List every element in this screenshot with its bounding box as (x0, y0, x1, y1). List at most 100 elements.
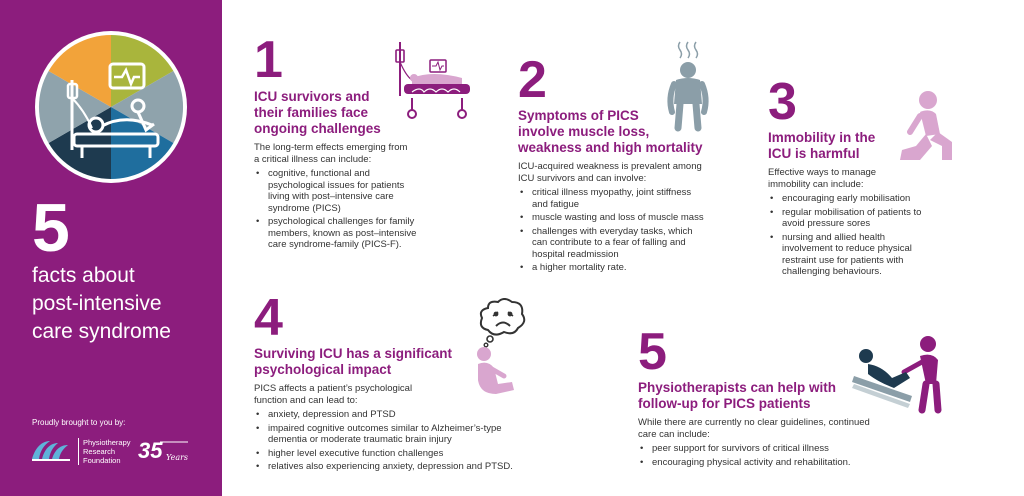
page-title: facts about post-intensive care syndrome (32, 262, 217, 346)
fact-intro: The long-term effects emerging from a cr… (254, 142, 484, 165)
bullet-line: living with post–intensive care (268, 191, 394, 202)
bullet-line: psychological challenges for family (268, 216, 415, 227)
list-item: critical illness myopathy, joint stiffne… (518, 187, 748, 210)
bullet-line: higher level executive function challeng… (268, 447, 444, 459)
intro-line: ICU survivors and can involve: (518, 172, 647, 184)
heading-line: involve muscle loss, (518, 124, 650, 139)
bullet-line: restraint use for patients with (782, 254, 904, 266)
bullet-line: avoid pressure sores (782, 218, 871, 229)
fact-intro: While there are currently no clear guide… (638, 417, 918, 440)
heading-line: Physiotherapists can help with (638, 380, 837, 395)
title-line: post-intensive (32, 292, 162, 315)
bullet-line: challenges with everyday tasks, which (532, 225, 693, 237)
list-item: psychological challenges for family memb… (254, 216, 484, 251)
bullet-line: critical illness myopathy, joint stiffne… (532, 187, 692, 198)
bullet-line: muscle wasting and loss of muscle mass (532, 212, 704, 223)
fact-number: 1 (254, 31, 283, 89)
fact-heading: Physiotherapists can help with follow-up… (638, 380, 918, 412)
fact-number: 5 (638, 323, 667, 381)
heading-line: ICU is harmful (768, 146, 860, 161)
sidebar: 5 facts about post-intensive care syndro… (0, 0, 222, 496)
bullet-line: psychological issues for patients (268, 179, 405, 191)
bullet-line: challenging behaviours. (782, 266, 882, 277)
list-item: challenges with everyday tasks, which ca… (518, 226, 748, 261)
fact-bullets: anxiety, depression and PTSD impaired co… (254, 409, 554, 473)
bullet-line: hospital readmission (532, 248, 619, 260)
heading-line: follow-up for PICS patients (638, 396, 811, 411)
intro-line: a critical illness can include: (254, 153, 372, 165)
bullet-line: dementia or moderate traumatic brain inj… (268, 434, 452, 445)
bullet-line: peer support for survivors of critical i… (652, 443, 829, 454)
list-item: impaired cognitive outcomes similar to A… (254, 423, 554, 446)
heading-line: ICU survivors and (254, 89, 370, 104)
fact-heading: Surviving ICU has a significant psycholo… (254, 346, 554, 378)
kneeling-person-icon (900, 91, 952, 160)
list-item: relatives also experiencing anxiety, dep… (254, 461, 554, 473)
intro-line: The long-term effects emerging from (254, 142, 408, 153)
bullet-line: relatives also experiencing anxiety, dep… (268, 461, 513, 472)
heading-line: Surviving ICU has a significant (254, 346, 453, 361)
list-item: cognitive, functional and psychological … (254, 168, 484, 214)
intro-line: immobility can include: (768, 178, 864, 190)
fact-number: 2 (518, 51, 547, 109)
list-item: peer support for survivors of critical i… (638, 443, 918, 455)
intro-line: care can include: (638, 428, 710, 440)
list-item: encouraging physical activity and rehabi… (638, 457, 918, 469)
big-number: 5 (32, 190, 70, 266)
apa-logo-icon (32, 441, 70, 461)
bullet-line: regular mobilisation of patients to (782, 206, 922, 218)
list-item: nursing and allied health involvement to… (768, 232, 988, 278)
title-line: facts about (32, 264, 135, 287)
bullet-line: and fatigue (532, 198, 580, 210)
heading-line: psychological impact (254, 362, 392, 377)
hospital-bed-icon (395, 42, 470, 119)
bullet-line: syndrome (PICS) (268, 202, 341, 214)
intro-line: function and can lead to: (254, 394, 358, 406)
heading-line: ongoing challenges (254, 121, 381, 136)
fact-bullets: critical illness myopathy, joint stiffne… (518, 187, 748, 274)
svg-text:35: 35 (138, 438, 163, 463)
fact-intro: Effective ways to manage immobility can … (768, 167, 988, 190)
foundation-line: Foundation (83, 456, 121, 465)
bullet-line: encouraging physical activity and rehabi… (652, 456, 851, 468)
fact-intro: PICS affects a patient’s psychological f… (254, 383, 554, 406)
fact-5: 5 Physiotherapists can help with follow-… (638, 326, 918, 470)
foundation-line: Physiotherapy (83, 438, 131, 447)
sad-thought-person-icon (477, 298, 526, 394)
svg-text:Years: Years (166, 453, 188, 462)
list-item: anxiety, depression and PTSD (254, 409, 554, 421)
fact-1: 1 ICU survivors and their families face … (254, 34, 484, 253)
title-line: care syndrome (32, 320, 171, 343)
bullet-line: impaired cognitive outcomes similar to A… (268, 422, 502, 434)
physiotherapist-patient-icon (852, 336, 942, 414)
list-item: encouraging early mobilisation (768, 193, 988, 205)
intro-line: PICS affects a patient’s psychological (254, 383, 413, 394)
bullet-line: involvement to reduce physical (782, 243, 912, 254)
bullet-line: cognitive, functional and (268, 168, 370, 179)
fact-2: 2 Symptoms of PICS involve muscle loss, … (518, 54, 748, 276)
brought-by-text: Proudly brought to you by: (32, 418, 126, 427)
fact-intro: ICU-acquired weakness is prevalent among… (518, 161, 748, 184)
fact-3: 3 Immobility in the ICU is harmful Effec… (768, 76, 988, 280)
intro-line: Effective ways to manage (768, 167, 877, 178)
intro-line: ICU-acquired weakness is prevalent among (518, 161, 702, 172)
bullet-line: anxiety, depression and PTSD (268, 409, 396, 420)
list-item: a higher mortality rate. (518, 262, 748, 274)
heading-line: Symptoms of PICS (518, 108, 639, 123)
list-item: muscle wasting and loss of muscle mass (518, 212, 748, 224)
list-item: regular mobilisation of patients to avoi… (768, 207, 988, 230)
35-years-logo-icon: 35 Years (138, 438, 188, 463)
bullet-line: a higher mortality rate. (532, 262, 627, 273)
fact-heading: Immobility in the ICU is harmful (768, 130, 988, 162)
bullet-line: encouraging early mobilisation (782, 193, 911, 204)
bullet-line: nursing and allied health (782, 231, 885, 243)
list-item: higher level executive function challeng… (254, 448, 554, 460)
fact-bullets: cognitive, functional and psychological … (254, 168, 484, 251)
fact-bullets: encouraging early mobilisation regular m… (768, 193, 988, 278)
fact-4: 4 Surviving ICU has a significant psycho… (254, 292, 554, 475)
icu-bed-monitor-icon (35, 31, 187, 183)
bullet-line: care syndrome-family (PICS-F). (268, 239, 402, 250)
intro-line: While there are currently no clear guide… (638, 417, 870, 428)
foundation-line: Research (83, 447, 116, 456)
foundation-name: Physiotherapy Research Foundation (78, 438, 131, 465)
